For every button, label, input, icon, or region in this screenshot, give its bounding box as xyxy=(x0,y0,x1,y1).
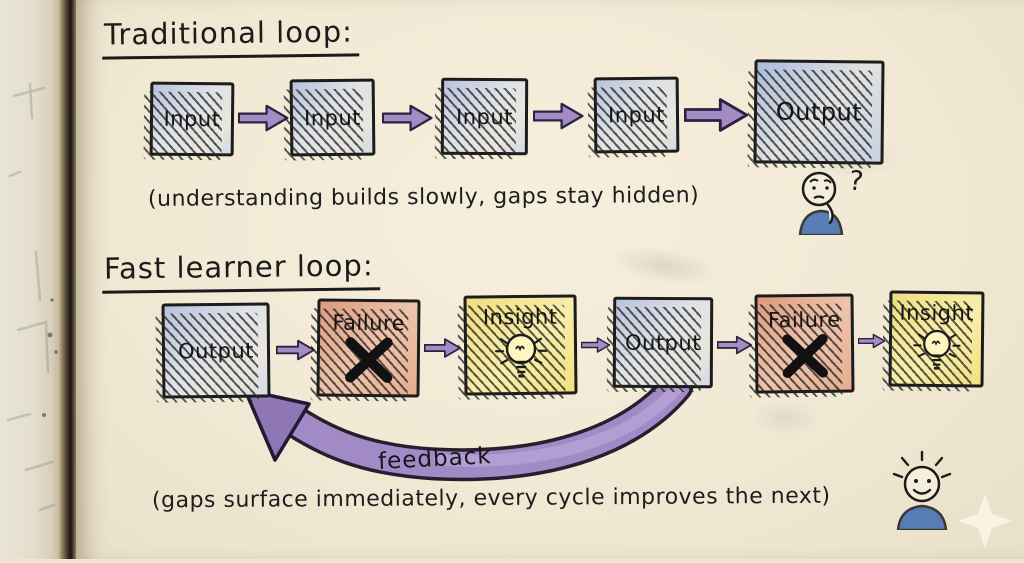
lightbulb-icon xyxy=(906,325,967,378)
previous-page-edge xyxy=(0,0,60,559)
box-label: Input xyxy=(608,103,665,128)
x-icon xyxy=(777,331,831,380)
fast-loop-title: Fast learner loop: xyxy=(102,248,380,293)
box-label: Insight xyxy=(483,305,558,330)
box-label: Input xyxy=(456,104,513,128)
box-label: Failure xyxy=(768,307,841,332)
input-box: Input xyxy=(150,82,235,157)
arrow-right-icon xyxy=(533,100,585,132)
lightbulb-icon xyxy=(487,329,554,386)
failure-box: Failure xyxy=(754,293,854,393)
output-box: Output xyxy=(613,297,713,389)
input-box: Input xyxy=(441,78,528,155)
thinking-person-icon xyxy=(786,165,858,235)
arrow-right-icon xyxy=(238,102,290,134)
output-box: Output xyxy=(162,302,271,398)
arrow-right-icon xyxy=(424,334,462,362)
insight-box: Insight xyxy=(888,291,984,388)
traditional-caption: (understanding builds slowly, gaps stay … xyxy=(148,183,699,212)
arrow-right-icon xyxy=(858,329,886,353)
arrow-right-icon xyxy=(717,331,753,359)
box-label: Output xyxy=(625,330,701,354)
fast-caption: (gaps surface immediately, every cycle i… xyxy=(152,484,831,514)
arrow-right-icon xyxy=(382,102,434,134)
box-label: Input xyxy=(163,107,220,132)
input-box: Input xyxy=(290,79,376,157)
box-label: Output xyxy=(776,98,863,127)
sparkle-icon xyxy=(956,492,1014,550)
pencil-bleed-marks xyxy=(0,0,60,559)
box-label: Failure xyxy=(332,311,405,336)
box-label: Input xyxy=(304,105,361,130)
traditional-loop-title: Traditional loop: xyxy=(102,14,359,59)
notebook-gutter xyxy=(58,0,76,559)
x-icon xyxy=(340,335,397,386)
input-box: Input xyxy=(594,77,680,154)
output-box: Output xyxy=(753,59,884,164)
happy-person-icon xyxy=(882,450,964,530)
insight-box: Insight xyxy=(463,294,577,395)
failure-box: Failure xyxy=(316,298,420,397)
arrow-right-icon xyxy=(684,96,750,134)
box-label: Insight xyxy=(899,301,974,326)
box-label: Output xyxy=(178,338,254,363)
